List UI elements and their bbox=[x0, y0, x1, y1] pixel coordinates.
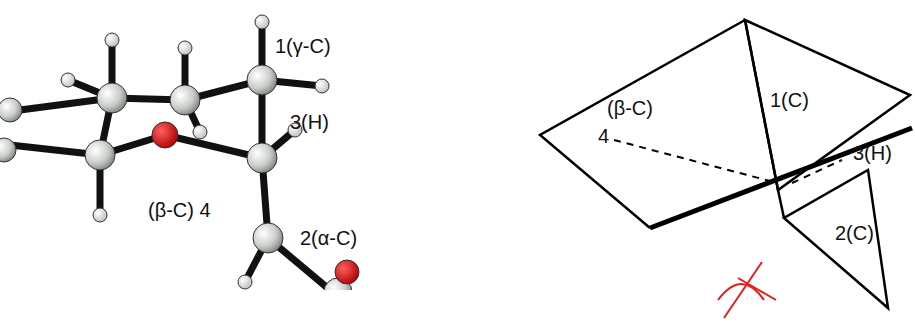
planes bbox=[540, 20, 912, 308]
angle-symbol bbox=[718, 262, 776, 318]
atoms bbox=[0, 15, 359, 306]
atom-label: (β-C) bbox=[607, 98, 653, 118]
dashed-axis bbox=[614, 140, 842, 183]
atom-label: 3(H) bbox=[290, 112, 329, 132]
atom-label: 3(H) bbox=[853, 143, 892, 163]
atom-label: (β-C) 4 bbox=[148, 200, 211, 220]
atom-label: 4 bbox=[598, 126, 609, 146]
atom-label: 1(C) bbox=[770, 90, 809, 110]
atom-label: 2(C) bbox=[835, 223, 874, 243]
atom-label: 1(γ-C) bbox=[275, 36, 331, 56]
bonds bbox=[10, 22, 330, 290]
atom-label: 2(α-C) bbox=[300, 228, 357, 248]
